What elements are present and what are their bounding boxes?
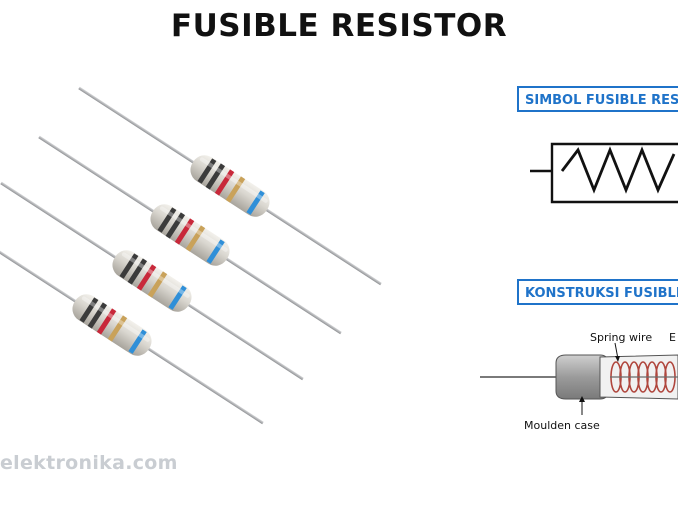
resistor-4 [0,215,271,435]
fusible-resistor-symbol [530,142,678,204]
spring-wire-annotation: Spring wire [590,331,653,344]
watermark: elektronika.com [0,452,178,474]
page-title: FUSIBLE RESISTOR [170,8,508,44]
resistor-photo [0,76,389,435]
cropped-annotation: E [669,331,676,344]
construction-panel-label: KONSTRUKSI FUSIBLE RESISTOR [517,279,678,305]
symbol-panel-label: SIMBOL FUSIBLE RESISTOR [517,86,678,112]
moulden-case-annotation: Moulden case [524,419,600,432]
construction-diagram [480,342,678,415]
